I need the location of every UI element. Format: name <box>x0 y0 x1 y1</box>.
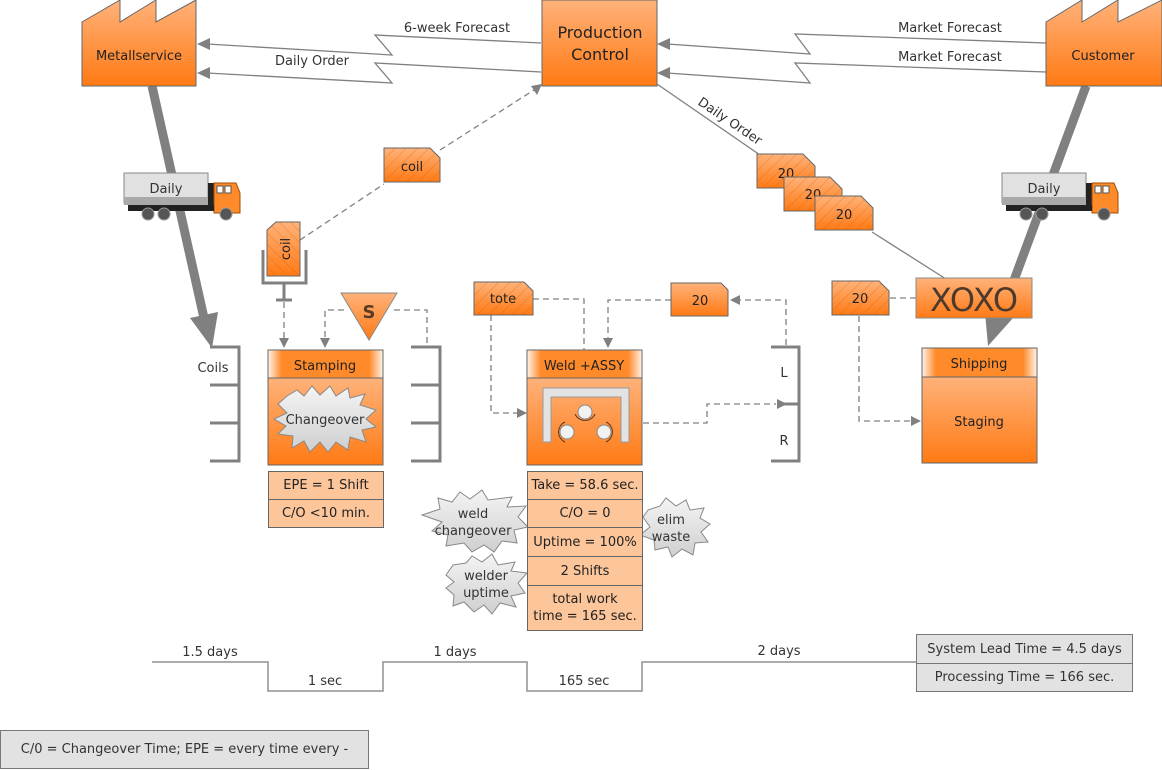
process-shipping-name: Shipping <box>951 357 1008 372</box>
production-control-line2: Control <box>571 45 629 64</box>
supermarket-l-label: L <box>780 366 788 381</box>
supermarket-coils: Coils <box>197 345 241 463</box>
system-lead-time: System Lead Time = 4.5 days <box>916 634 1133 664</box>
weld-data-total-work: total work time = 165 sec. <box>527 585 643 631</box>
truck-inbound-label: Daily <box>150 182 183 197</box>
kaizen-burst-weld-changeover: weld changeover <box>420 489 530 553</box>
legend-note: C/0 = Changeover Time; EPE = every time … <box>0 730 369 769</box>
flow-weld-to-lr <box>643 399 787 424</box>
flow-tote-to-weld <box>490 298 585 418</box>
kanban-coil-post[interactable]: coil <box>266 221 301 277</box>
info-flow-daily-order-supplier: Daily Order <box>197 54 542 84</box>
production-control-line1: Production <box>557 23 642 42</box>
weld-data-shifts: 2 Shifts <box>527 556 643 586</box>
timeline-wait-1: 1.5 days <box>182 645 238 660</box>
stamping-data-epe: EPE = 1 Shift <box>268 471 384 500</box>
customer-name: Customer <box>1071 49 1135 64</box>
kanban-stack-production[interactable]: 20 20 20 <box>756 153 874 231</box>
kaizen-elim-waste-line1: elim <box>657 513 685 528</box>
info-flow-coil-signal <box>299 84 542 241</box>
label-daily-order-diagonal: Daily Order <box>695 95 765 149</box>
weld-data-uptime: Uptime = 100% <box>527 527 643 557</box>
kanban-stack-card-3[interactable]: 20 <box>814 195 874 231</box>
kanban-shipping-20-label: 20 <box>852 292 869 307</box>
kanban-shipping-20[interactable]: 20 <box>831 280 890 316</box>
weld-data-total-work-line2: time = 165 sec. <box>533 609 637 624</box>
truck-outbound-label: Daily <box>1028 182 1061 197</box>
label-6week-forecast: 6-week Forecast <box>404 21 510 36</box>
info-flow-market-forecast-1: Market Forecast <box>657 21 1047 55</box>
flow-weld-kanban <box>603 295 787 348</box>
processing-time: Processing Time = 166 sec. <box>916 663 1133 692</box>
weld-data-take: Take = 58.6 sec. <box>527 471 643 500</box>
process-weld-assy[interactable]: Weld +ASSY <box>526 349 643 466</box>
load-leveling-box[interactable]: XOXO <box>915 277 1033 319</box>
supplier-factory[interactable]: Metallservice <box>81 0 197 87</box>
kanban-coil-signal[interactable]: coil <box>383 147 441 183</box>
cell-layout-icon <box>542 387 630 443</box>
kanban-coil-post-label: coil <box>279 238 294 260</box>
flow-shipping-kanban <box>858 297 921 426</box>
kaizen-weld-changeover-line1: weld <box>458 507 489 522</box>
kanban-weld-20[interactable]: 20 <box>670 282 729 317</box>
supplier-name: Metallservice <box>96 49 182 64</box>
process-weld-assy-name: Weld +ASSY <box>544 359 624 374</box>
signal-kanban-label: S <box>363 302 376 323</box>
truck-outbound: Daily <box>1001 172 1119 221</box>
label-daily-order-supplier: Daily Order <box>275 54 350 69</box>
production-control-box[interactable]: Production Control <box>541 0 658 87</box>
timeline-process-1: 1 sec <box>308 674 342 689</box>
info-flow-market-forecast-2: Market Forecast <box>657 50 1047 84</box>
label-market-forecast-1: Market Forecast <box>898 21 1002 36</box>
supermarket-stamped <box>411 345 442 463</box>
flow-signal-kanban <box>320 309 428 348</box>
kanban-tote[interactable]: tote <box>473 281 534 316</box>
process-stamping-name: Stamping <box>294 359 356 374</box>
customer-factory[interactable]: Customer <box>1045 0 1162 87</box>
kaizen-welder-uptime-line1: welder <box>464 569 508 584</box>
process-shipping-body: Staging <box>954 415 1004 430</box>
label-market-forecast-2: Market Forecast <box>898 50 1002 65</box>
weld-data-total-work-line1: total work <box>552 592 618 607</box>
timeline: 1.5 days 1 days 2 days 1 sec 165 sec <box>152 644 916 692</box>
truck-inbound: Daily <box>123 172 241 221</box>
kanban-tote-label: tote <box>490 292 516 307</box>
stamping-data-co: C/O <10 min. <box>268 499 384 528</box>
kaizen-weld-changeover-line2: changeover <box>435 524 512 539</box>
kanban-weld-20-label: 20 <box>692 294 709 309</box>
kanban-post <box>261 250 308 302</box>
info-flow-6week-forecast: 6-week Forecast <box>197 21 542 56</box>
kaizen-elim-waste-line2: waste <box>652 530 690 545</box>
supermarket-coils-label: Coils <box>197 361 228 376</box>
signal-kanban-triangle[interactable]: S <box>340 292 398 341</box>
timeline-wait-2: 1 days <box>433 645 476 660</box>
timeline-process-2: 165 sec <box>559 674 610 689</box>
kaizen-welder-uptime-line2: uptime <box>463 586 509 601</box>
weld-data-co: C/O = 0 <box>527 499 643 528</box>
flow-post-to-stamping <box>279 302 289 348</box>
kaizen-burst-changeover: Changeover <box>272 385 378 453</box>
kaizen-burst-elim-waste: elim waste <box>638 497 711 558</box>
supermarket-r-label: R <box>779 434 788 449</box>
kaizen-changeover-label: Changeover <box>286 413 365 428</box>
kanban-coil-signal-label: coil <box>401 160 423 175</box>
timeline-wait-3: 2 days <box>757 644 800 659</box>
kanban-stack-card-3-label: 20 <box>836 208 853 223</box>
kaizen-burst-welder-uptime: welder uptime <box>445 553 529 615</box>
process-shipping[interactable]: Shipping Staging <box>921 347 1038 464</box>
load-leveling-label: XOXO <box>930 281 1018 319</box>
